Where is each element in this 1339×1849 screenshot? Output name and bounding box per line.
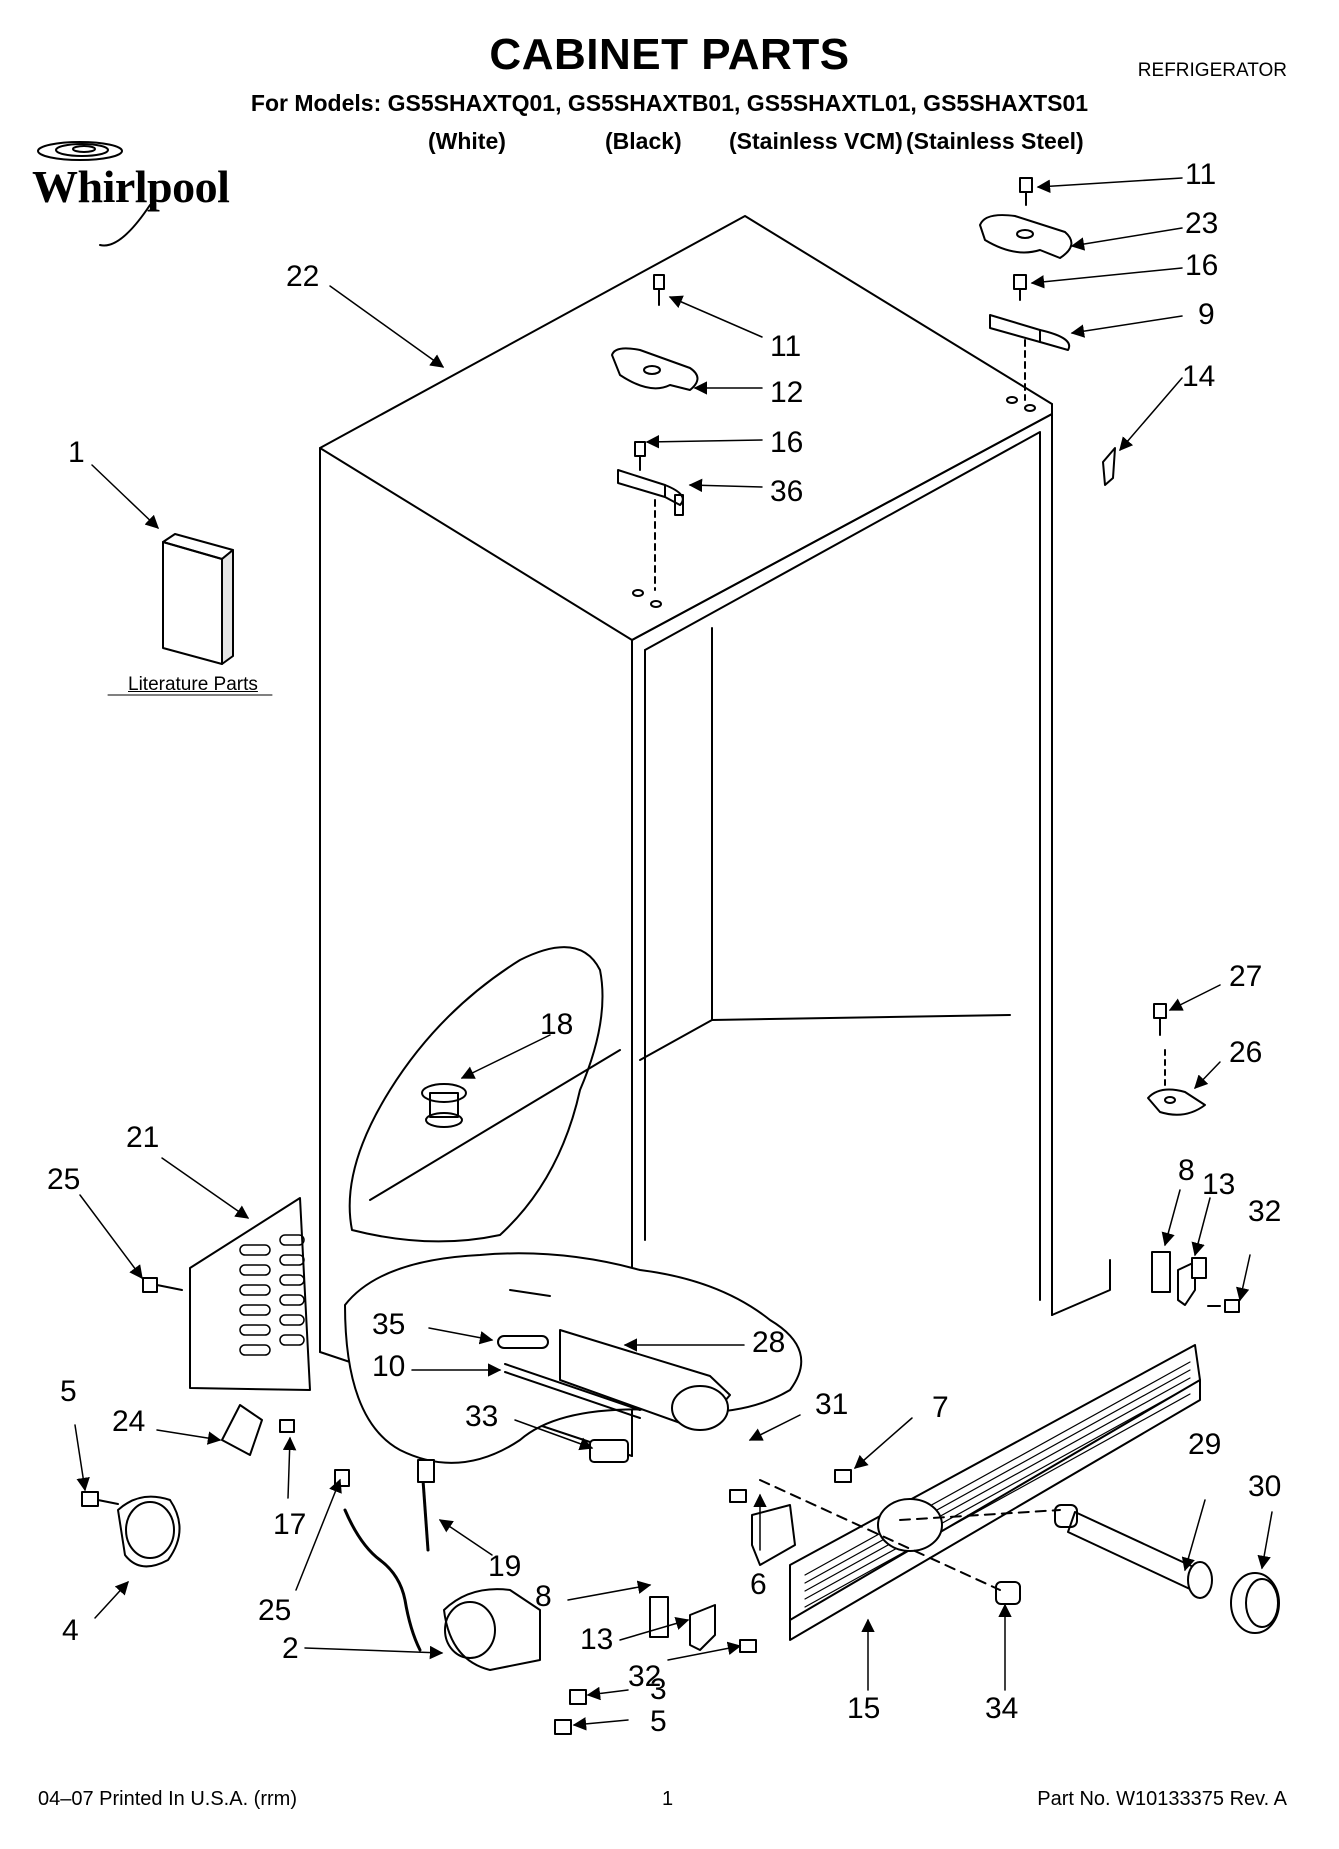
left-top-hinge-assembly [612,275,698,607]
callout-24: 24 [112,1405,146,1438]
callout-34: 34 [985,1692,1019,1725]
filter-path-guide [760,1480,1000,1590]
callout-1: 1 [68,436,85,469]
rear-access-grille [190,1198,310,1390]
callout-29: 29 [1188,1428,1222,1461]
right-top-hinge-assembly [980,178,1071,411]
whirlpool-swirl-icon [38,142,150,246]
callout-5-bottom: 5 [650,1705,667,1738]
callout-17: 17 [273,1508,307,1541]
callout-16-top-left: 16 [770,426,804,459]
page-title: CABINET PARTS [489,30,850,79]
callout-31: 31 [815,1388,849,1421]
callout-22: 22 [286,260,320,293]
leader-lines [75,178,1272,1731]
literature-parts-label: Literature Parts [128,674,258,695]
literature-booklet [163,534,233,664]
callout-14: 14 [1182,360,1216,393]
callout-2: 2 [282,1632,299,1665]
appliance-category: REFRIGERATOR [1137,60,1287,81]
filter-cap [1231,1573,1279,1633]
callout-11-top-right: 11 [1185,158,1217,191]
clip-part-14 [1103,448,1115,485]
cabinet-rear-floor [1052,1260,1110,1315]
callout-15: 15 [847,1692,881,1725]
callout-32-bottom: 32 [628,1660,662,1693]
cabinet-body [320,216,1052,1456]
callout-16-top-right: 16 [1185,249,1219,282]
page-number: 1 [662,1788,674,1810]
lower-hinge-parts [82,1405,851,1734]
callout-21: 21 [126,1121,160,1154]
screw-25-left [143,1278,182,1292]
whirlpool-logo: Whirlpool [32,161,230,212]
filter-bypass-plug [996,1582,1020,1604]
filter-path-guide-2 [900,1510,1060,1520]
part-number: Part No. W10133375 Rev. A [1037,1788,1287,1810]
water-filter [1055,1505,1212,1598]
variant-white: (White) [428,128,506,154]
callout-8-bottom: 8 [535,1580,552,1613]
callout-9: 9 [1198,298,1215,331]
models-line: For Models: GS5SHAXTQ01, GS5SHAXTB01, GS… [250,90,1089,116]
callout-3: 3 [650,1673,667,1706]
variant-stainless-steel: (Stainless Steel) [906,128,1084,154]
callout-25-left: 25 [47,1163,81,1196]
callout-26: 26 [1229,1036,1263,1069]
callout-13-bottom: 13 [580,1623,614,1656]
callout-32-right: 32 [1248,1195,1282,1228]
callout-36: 36 [770,475,804,508]
callout-10: 10 [372,1350,406,1383]
callout-18: 18 [540,1008,574,1041]
callout-5-left: 5 [60,1375,77,1408]
right-bracket-assembly [1148,1004,1239,1312]
callout-4: 4 [62,1614,79,1647]
callout-19: 19 [488,1550,522,1583]
callout-30: 30 [1248,1470,1282,1503]
callout-28: 28 [752,1326,786,1359]
callout-12: 12 [770,376,804,409]
callout-33: 33 [465,1400,499,1433]
condenser-and-tubes [498,1290,730,1462]
callout-35: 35 [372,1308,406,1341]
variant-black: (Black) [605,128,682,154]
callout-13-right: 13 [1202,1168,1236,1201]
base-grille [790,1345,1200,1640]
callout-27: 27 [1229,960,1263,993]
callout-23: 23 [1185,207,1219,240]
print-info: 04–07 Printed In U.S.A. (rrm) [38,1788,297,1810]
callout-7: 7 [932,1391,949,1424]
callout-8-right: 8 [1178,1154,1195,1187]
cabinet-cutaway-upper [350,947,620,1241]
callout-6: 6 [750,1568,767,1601]
variant-stainless-vcm: (Stainless VCM) [729,128,903,154]
callout-25-bottom: 25 [258,1594,292,1627]
callout-11-top-left: 11 [770,330,802,363]
